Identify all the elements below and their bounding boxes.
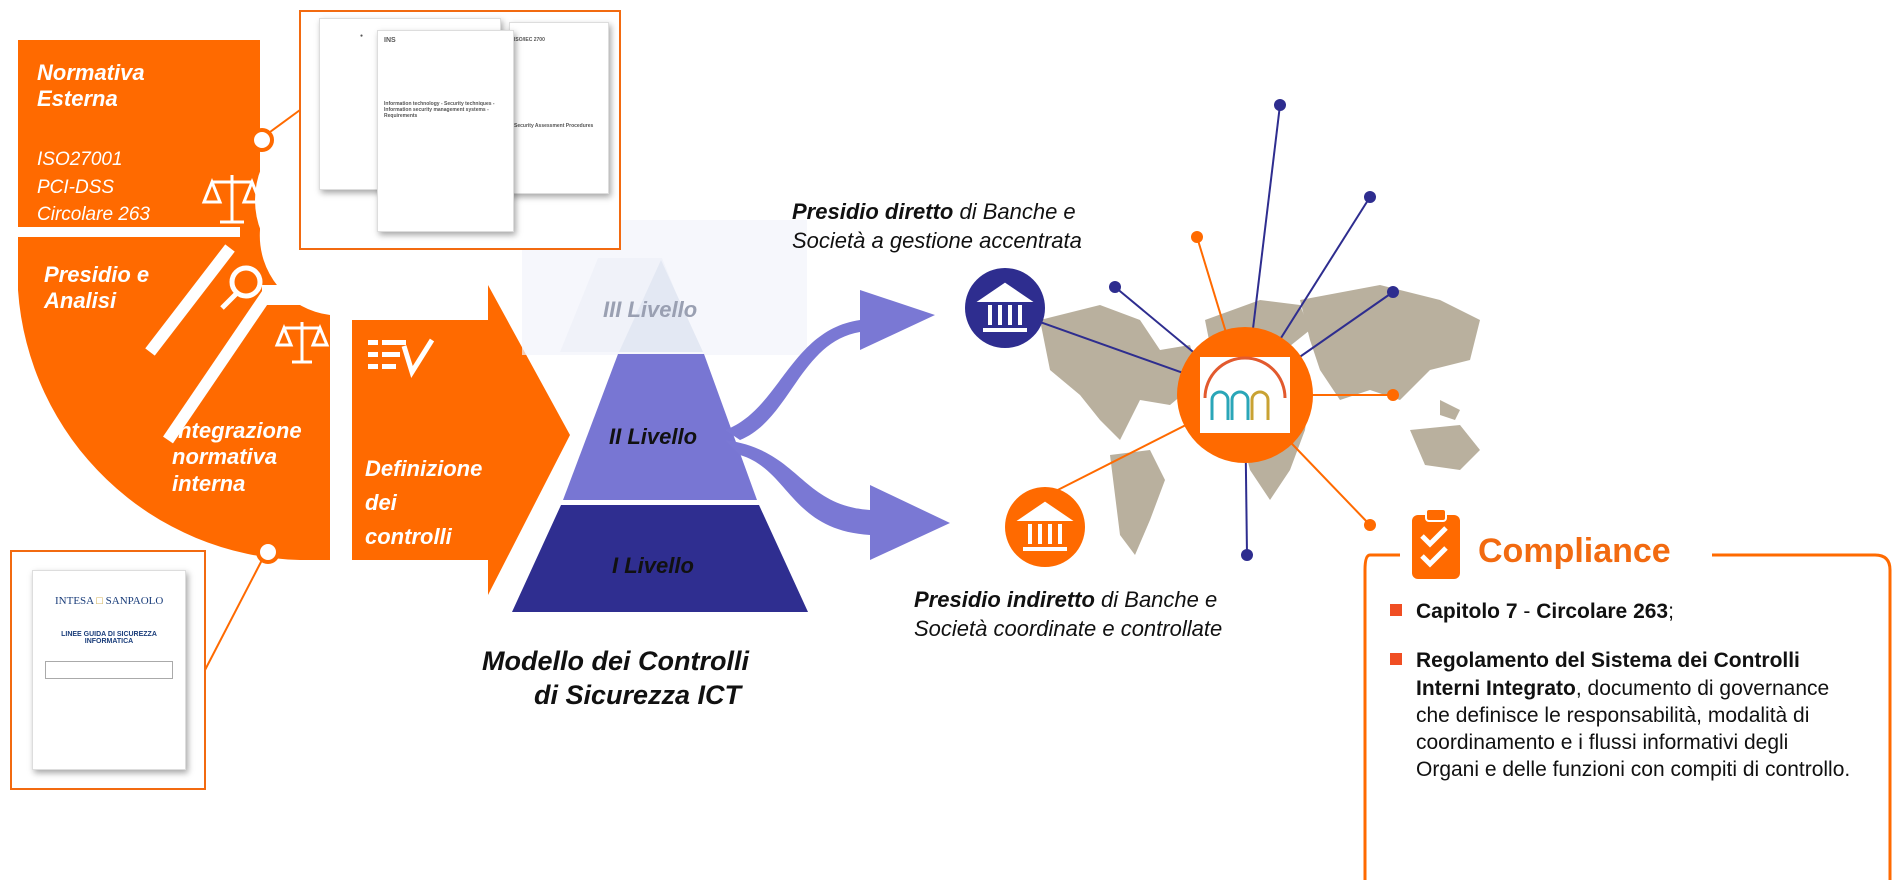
compliance-list: Capitolo 7 - Circolare 263; Regolamento …	[1390, 598, 1870, 794]
doc-page-right: ISO/IEC 2700 Security Assessment Procedu…	[509, 22, 609, 194]
connector-dot-bottom	[256, 540, 280, 564]
level-2-label: II Livello	[609, 424, 698, 449]
compliance-bullet: Capitolo 7 - Circolare 263;	[1390, 598, 1870, 625]
presidio-analisi-label: Presidio e Analisi	[44, 262, 150, 314]
compliance-title: Compliance	[1478, 532, 1671, 570]
internal-doc-page: INTESA □ SANPAOLO LINEE GUIDA DI SICUREZ…	[32, 570, 186, 770]
checklist-icon	[368, 338, 435, 378]
internal-doc-frame: INTESA □ SANPAOLO LINEE GUIDA DI SICUREZ…	[10, 550, 206, 790]
presidio-indiretto-text: Presidio indiretto di Banche e Società c…	[914, 587, 1223, 641]
clipboard-icon	[1412, 508, 1460, 579]
compliance-bullet: Regolamento del Sistema dei Controlli In…	[1390, 647, 1870, 783]
model-caption: Modello dei Controlli di Sicurezza ICT	[482, 646, 749, 710]
cycle-ring-shape	[18, 40, 330, 560]
level-3-label: III Livello	[603, 297, 698, 322]
internal-doc-title: LINEE GUIDA DI SICUREZZA INFORMATICA	[61, 631, 157, 645]
scales-icon-2	[274, 322, 330, 364]
arrow-to-indirect	[725, 440, 950, 560]
connector-dot-top	[250, 128, 274, 152]
presidio-diretto-text: Presidio diretto di Banche e Società a g…	[792, 199, 1082, 253]
scales-icon	[201, 175, 263, 224]
bank-icon-indirect	[1005, 487, 1085, 567]
external-docs-frame: ● ISO/IEC 2700 Security Assessment Proce…	[299, 10, 621, 250]
compliance-box-left-border	[1363, 553, 1400, 880]
bank-icon-direct	[965, 268, 1045, 348]
normativa-esterna-items: ISO27001 PCI-DSS Circolare 263	[37, 149, 150, 226]
compliance-box-right-border	[1712, 553, 1892, 880]
doc-page-front: INS Information technology - Security te…	[377, 30, 514, 232]
magnifier-icon	[220, 265, 263, 310]
normativa-esterna-title: Normativa Esterna	[37, 60, 145, 112]
pyramid-level-1	[512, 505, 808, 612]
internal-doc-box	[45, 661, 173, 679]
intesa-logo: INTESA □ SANPAOLO	[55, 595, 164, 607]
pyramid	[512, 220, 808, 612]
spoke-dots	[1109, 99, 1399, 561]
integrazione-label: Integrazione normativa interna	[172, 418, 302, 496]
definizione-label: Definizione dei controlli	[365, 456, 483, 550]
level-1-label: I Livello	[612, 553, 694, 578]
pyramid-level-2	[563, 354, 757, 500]
hub-arches-icon	[1203, 356, 1287, 420]
arrow-to-direct	[725, 290, 935, 440]
